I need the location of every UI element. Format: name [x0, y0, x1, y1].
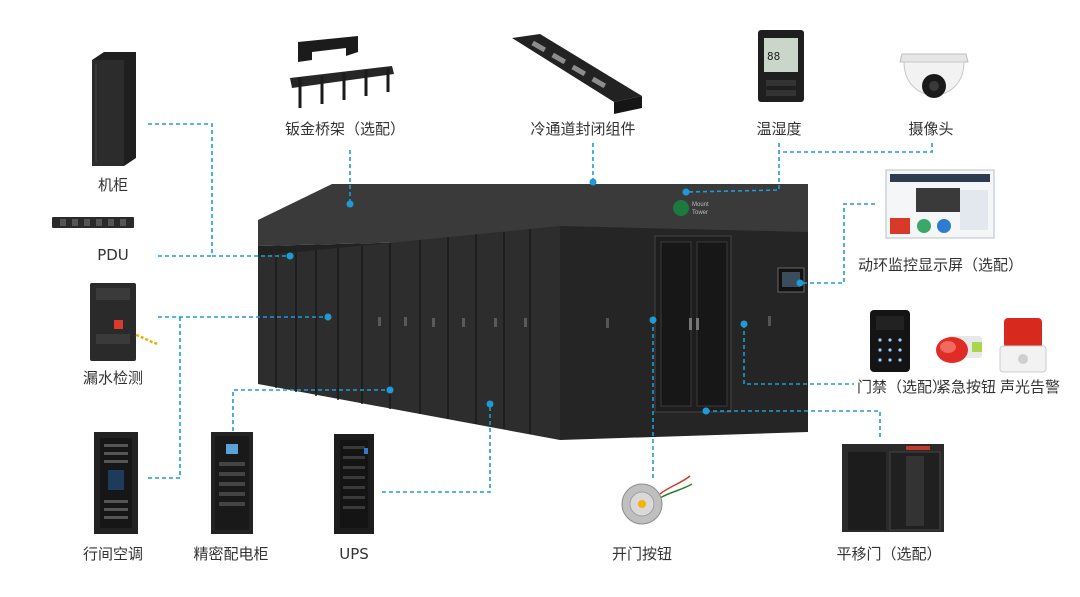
ups-icon: [334, 434, 374, 534]
leader-access: [743, 324, 854, 385]
door-button-icon: [621, 475, 693, 525]
leader-cabinet: [148, 123, 290, 257]
label-thermo: 温湿度: [756, 120, 802, 138]
label-tray: 钣金桥架（选配）: [284, 120, 406, 138]
container-monitor-display: [782, 272, 800, 287]
label-aisle: 冷通道封闭组件: [530, 120, 636, 138]
leader-camera: [780, 143, 933, 153]
svg-text:88: 88: [767, 50, 780, 63]
label-pdu: PDU: [97, 246, 129, 264]
leader-inrow-ac: [148, 317, 181, 479]
leader-distribution: [232, 389, 390, 438]
label-inrow-ac: 行间空调: [82, 545, 144, 563]
pdu-strip-icon: [52, 217, 134, 228]
aisle-containment-icon: [512, 34, 642, 114]
cable-tray-icon: [290, 36, 394, 108]
label-access: 门禁（选配）: [857, 378, 948, 396]
dome-camera-icon: [899, 53, 969, 98]
micro-module-container: Mount Tower: [258, 184, 808, 440]
door-glass-right: [696, 241, 728, 407]
siren-icon: [999, 318, 1047, 373]
thermo-hygrometer-icon: 88: [758, 30, 804, 102]
label-cabinet: 机柜: [97, 176, 129, 194]
leader-sliding: [706, 410, 881, 440]
leader-thermo: [685, 143, 780, 193]
access-keypad-icon: [870, 310, 910, 372]
leader-monitor: [800, 203, 875, 284]
brand-line1: Mount: [692, 202, 709, 208]
brand-logo-icon: [673, 200, 689, 216]
leader-lines: [148, 123, 933, 493]
container-side: [258, 226, 560, 440]
label-monitor: 动环监控显示屏（选配）: [858, 256, 1024, 274]
label-ups: UPS: [339, 545, 369, 563]
door-handle-left: [689, 318, 692, 330]
monitor-screen-icon: [885, 169, 995, 239]
label-distribution: 精密配电柜: [193, 545, 269, 563]
rack-cabinet-icon: [92, 52, 136, 166]
label-doorbtn: 开门按钮: [611, 545, 673, 563]
emergency-button-icon: [936, 336, 982, 363]
label-sliding: 平移门（选配）: [836, 545, 942, 563]
leak-detector-icon: [90, 283, 159, 361]
door-handle-right: [696, 318, 699, 330]
leader-ups: [382, 404, 491, 493]
door-glass-left: [660, 241, 692, 407]
side-panel-seams: [275, 229, 531, 434]
label-estop: 紧急按钮: [936, 378, 997, 396]
side-panel-handles: [378, 317, 527, 327]
inrow-ac-icon: [94, 432, 138, 534]
leader-dots: [286, 178, 804, 415]
brand-line2: Tower: [692, 210, 708, 216]
front-panel-handle-right: [768, 316, 771, 326]
front-panel-handle: [606, 318, 609, 328]
label-alarm: 声光告警: [1000, 378, 1061, 396]
sliding-door-icon: [842, 444, 944, 532]
label-leak: 漏水检测: [82, 369, 144, 387]
distribution-cabinet-icon: [211, 432, 253, 534]
label-camera: 摄像头: [908, 120, 954, 138]
